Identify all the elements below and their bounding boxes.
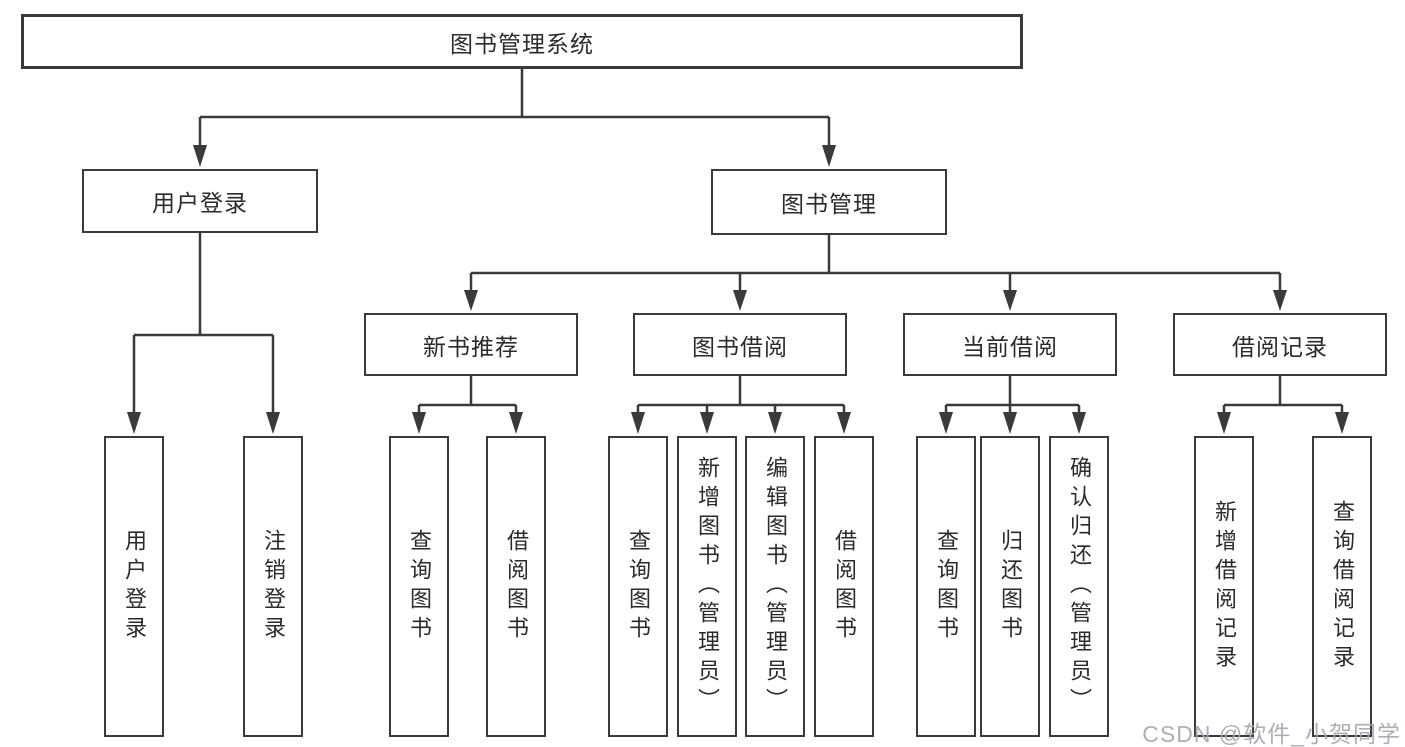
arrowhead-icons xyxy=(127,145,1349,434)
node-book-management: 图书管理 xyxy=(711,169,947,235)
node-user-login-label: 用户登录 xyxy=(152,190,248,216)
leaf-borrow-book: 借阅图书 xyxy=(814,436,874,737)
leaf-user-login: 用户登录 xyxy=(104,436,164,737)
leaf-borrow-book-recommend-label: 借阅图书 xyxy=(504,528,529,645)
leaf-add-book-admin-label: 新增图书（管理员） xyxy=(695,456,720,717)
node-current-borrow-label: 当前借阅 xyxy=(962,333,1058,360)
leaf-query-book-current-label: 查询图书 xyxy=(934,528,959,645)
csdn-watermark: CSDN @软件_小贺同学 xyxy=(1142,721,1401,747)
leaf-borrow-book-label: 借阅图书 xyxy=(832,528,857,645)
leaf-user-login-label: 用户登录 xyxy=(122,528,147,645)
node-book-borrow-label: 图书借阅 xyxy=(692,333,788,360)
node-borrow-records-label: 借阅记录 xyxy=(1232,333,1328,360)
leaf-query-borrow-record: 查询借阅记录 xyxy=(1312,436,1372,737)
leaf-query-book-current: 查询图书 xyxy=(916,436,976,737)
leaf-confirm-return-admin: 确认归还（管理员） xyxy=(1049,436,1109,737)
node-book-management-label: 图书管理 xyxy=(781,191,877,217)
leaf-confirm-return-admin-label: 确认归还（管理员） xyxy=(1067,456,1092,717)
leaf-add-borrow-record: 新增借阅记录 xyxy=(1194,436,1254,737)
leaf-query-book-recommend: 查询图书 xyxy=(389,436,449,737)
leaf-add-borrow-record-label: 新增借阅记录 xyxy=(1212,499,1237,674)
leaf-edit-book-admin-label: 编辑图书（管理员） xyxy=(763,456,788,717)
node-book-borrow: 图书借阅 xyxy=(633,313,847,376)
leaf-add-book-admin: 新增图书（管理员） xyxy=(677,436,737,737)
leaf-query-book-recommend-label: 查询图书 xyxy=(407,528,432,645)
leaf-query-borrow-record-label: 查询借阅记录 xyxy=(1330,499,1355,674)
leaf-borrow-book-recommend: 借阅图书 xyxy=(486,436,546,737)
node-current-borrow: 当前借阅 xyxy=(903,313,1117,376)
leaf-logout: 注销登录 xyxy=(243,436,303,737)
leaf-edit-book-admin: 编辑图书（管理员） xyxy=(745,436,805,737)
leaf-return-book: 归还图书 xyxy=(980,436,1040,737)
node-borrow-records: 借阅记录 xyxy=(1173,313,1387,376)
leaf-query-book-borrow-label: 查询图书 xyxy=(626,528,651,645)
node-root-label: 图书管理系统 xyxy=(450,30,594,57)
leaf-query-book-borrow: 查询图书 xyxy=(608,436,668,737)
leaf-return-book-label: 归还图书 xyxy=(998,528,1023,645)
node-new-book-recommend-label: 新书推荐 xyxy=(423,333,519,360)
leaf-logout-label: 注销登录 xyxy=(261,528,286,645)
node-new-book-recommend: 新书推荐 xyxy=(364,313,578,376)
node-root-system: 图书管理系统 xyxy=(21,14,1023,69)
node-user-login: 用户登录 xyxy=(82,169,318,233)
